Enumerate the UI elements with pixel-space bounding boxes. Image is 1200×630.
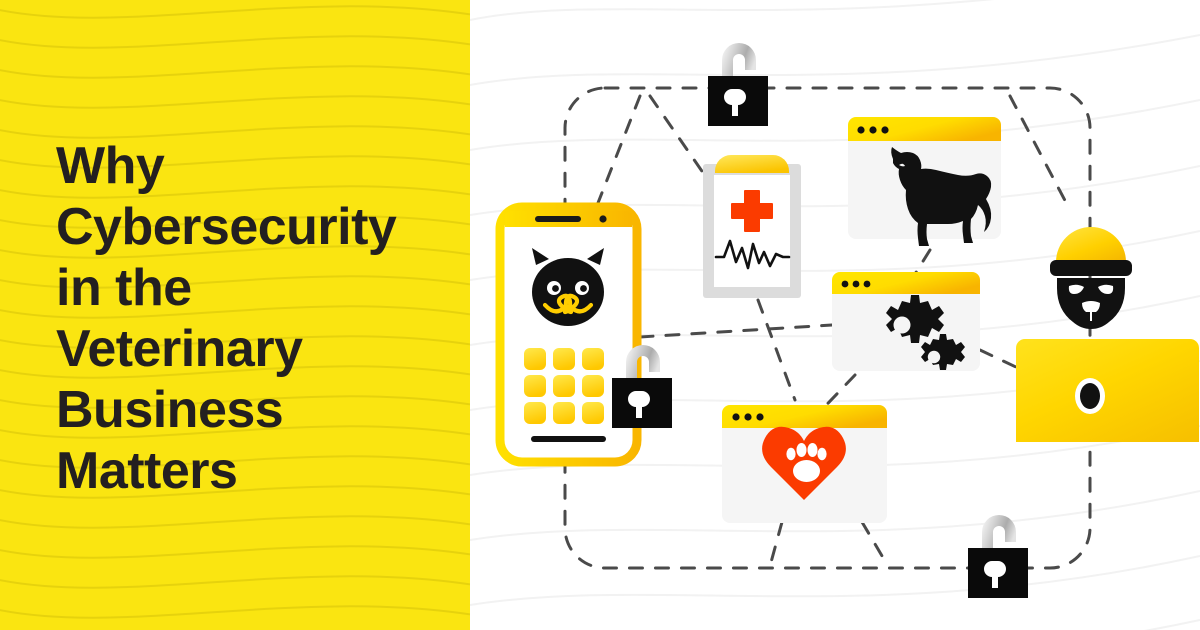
padlock-top[interactable]	[708, 43, 768, 126]
smartphone-cat[interactable]	[495, 202, 642, 467]
keypad-key[interactable]	[524, 348, 546, 370]
keypad-key[interactable]	[524, 402, 546, 424]
illustration-panel	[470, 0, 1200, 630]
window-dots	[732, 413, 764, 421]
phone-camera-icon	[599, 215, 607, 223]
page-title: Why Cybersecurity in the Veterinary Busi…	[56, 137, 397, 500]
hacker-cap-icon	[1056, 227, 1126, 262]
hacker-eye-right	[1098, 284, 1114, 294]
keypad-key[interactable]	[524, 375, 546, 397]
padlock-keyhole-icon	[628, 391, 650, 418]
left-yellow-panel: Why Cybersecurity in the Veterinary Busi…	[0, 0, 470, 630]
yellow-wave-texture	[0, 5, 470, 619]
phone-frame	[495, 202, 642, 467]
phone-speaker	[535, 216, 581, 222]
browser-window-gears[interactable]	[832, 272, 980, 371]
clipboard-clip	[715, 155, 789, 173]
keypad-key[interactable]	[553, 402, 575, 424]
window-title-bar	[848, 117, 1001, 141]
padlock-keyhole-icon	[724, 89, 746, 116]
ekg-line-icon	[714, 239, 791, 270]
gears-icon	[886, 295, 965, 370]
padlock-keyhole-icon	[984, 561, 1006, 588]
cybersecurity-network-illustration	[495, 43, 1199, 598]
padlock-shackle-icon	[722, 43, 756, 82]
keypad-key[interactable]	[582, 375, 604, 397]
window-title-bar	[722, 405, 887, 428]
padlock-shackle-icon	[982, 515, 1016, 554]
hacker-cap-band	[1050, 260, 1132, 276]
browser-window-heart-paw[interactable]	[722, 405, 887, 523]
keypad-key[interactable]	[553, 348, 575, 370]
window-dots	[841, 280, 871, 288]
window-title-bar	[832, 272, 980, 294]
hacker-with-laptop[interactable]	[1016, 227, 1199, 442]
hacker-eye-left	[1068, 284, 1084, 294]
dog-icon	[891, 147, 992, 246]
phone-home-indicator	[531, 436, 606, 442]
padlock-bottom-right[interactable]	[968, 515, 1028, 598]
window-dots	[857, 126, 889, 134]
cat-icon	[532, 248, 604, 326]
padlock-shackle-icon	[626, 345, 660, 384]
laptop-icon	[1016, 339, 1199, 442]
padlock-left[interactable]	[612, 345, 672, 428]
keypad-key[interactable]	[582, 402, 604, 424]
browser-window-dog[interactable]	[848, 117, 1001, 246]
medical-clipboard[interactable]	[703, 155, 801, 298]
keypad-key[interactable]	[582, 348, 604, 370]
hacker-mouth	[1082, 301, 1100, 321]
medical-cross-icon	[731, 190, 773, 232]
phone-keypad[interactable]	[524, 348, 604, 424]
keypad-key[interactable]	[553, 375, 575, 397]
paw-print-icon	[786, 443, 827, 482]
laptop-logo	[1080, 383, 1100, 409]
